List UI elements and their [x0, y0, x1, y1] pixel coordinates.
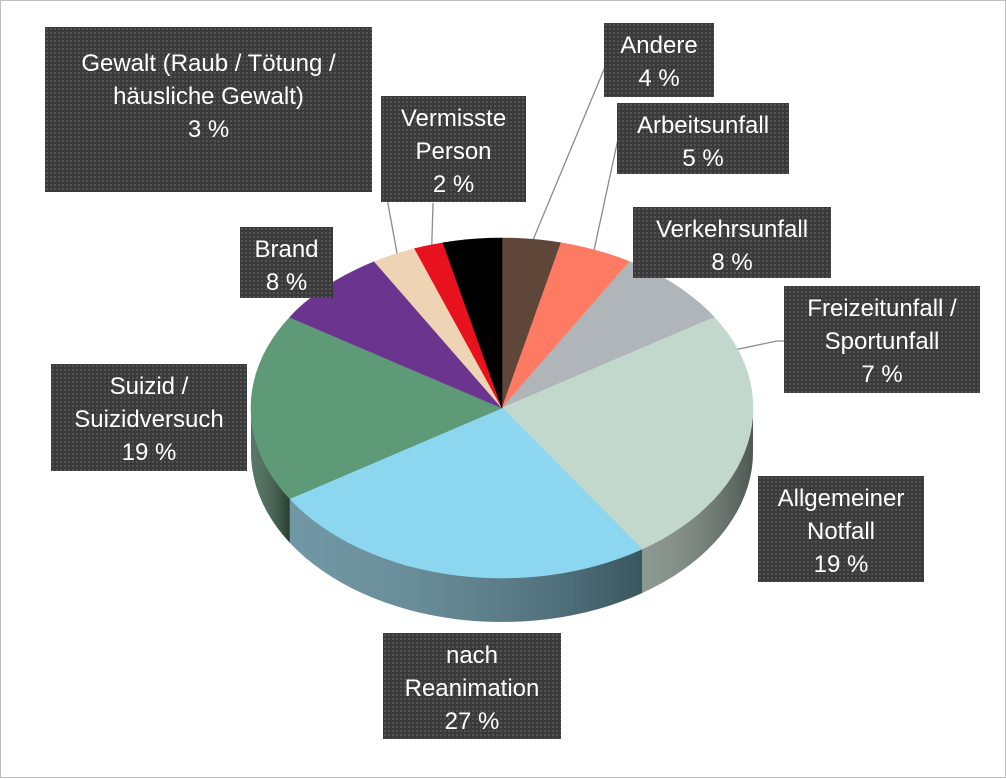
leader-line-gewalt	[385, 192, 400, 261]
pie-slice-suizid	[250, 316, 503, 500]
label-gewalt: Gewalt (Raub / Tötung / häusliche Gewalt…	[45, 27, 372, 192]
label-freizeitunfall-line1: Freizeitunfall /	[807, 295, 957, 322]
pie-slice-nach-reanimation	[289, 407, 643, 579]
label-nach-reanimation-line2: Reanimation	[404, 675, 540, 702]
leader-line-arbeitsunfall	[591, 138, 619, 257]
label-freizeitunfall: Freizeitunfall / Sportunfall 7 %	[784, 286, 980, 393]
label-gewalt-line2: häusliche Gewalt)	[113, 83, 304, 110]
pie-slice-andere-black	[442, 237, 503, 409]
pie-slice-andere	[501, 237, 562, 409]
label-allgemeiner-notfall-line2: Notfall	[806, 518, 876, 545]
label-freizeitunfall-line2: Sportunfall	[824, 328, 940, 355]
label-suizid-value: 19 %	[121, 439, 177, 466]
label-suizid-line2: Suizidversuch	[74, 406, 224, 433]
label-gewalt-value: 3 %	[187, 116, 230, 143]
label-nach-reanimation: nach Reanimation 27 %	[383, 633, 561, 739]
label-vermisste-person-line2: Person	[415, 138, 492, 165]
label-gewalt-line1: Gewalt (Raub / Tötung /	[81, 50, 336, 77]
label-allgemeiner-notfall-line1: Allgemeiner	[777, 485, 905, 512]
leader-line-andere	[529, 61, 606, 247]
label-vermisste-person-value: 2 %	[432, 171, 475, 198]
label-brand-line1: Brand	[254, 236, 319, 263]
label-brand: Brand 8 %	[240, 227, 333, 298]
pie-slice-allgemeiner-notfall	[501, 382, 754, 550]
label-andere: Andere 4 %	[604, 23, 714, 97]
leader-line-freizeitunfall	[727, 340, 785, 352]
label-arbeitsunfall: Arbeitsunfall 5 %	[617, 103, 789, 174]
pie-side-shading-suizid	[251, 408, 290, 543]
label-allgemeiner-notfall: Allgemeiner Notfall 19 %	[758, 476, 924, 582]
label-allgemeiner-notfall-value: 19 %	[813, 551, 869, 578]
pie-slice-arbeitsunfall	[501, 242, 631, 409]
label-suizid-line1: Suizid /	[109, 373, 189, 400]
pie-side-shading-allgemeiner-notfall	[642, 408, 753, 593]
label-andere-line1: Andere	[620, 32, 698, 59]
label-arbeitsunfall-value: 5 %	[682, 145, 724, 172]
label-brand-value: 8 %	[265, 269, 308, 296]
label-vermisste-person-line1: Vermisste	[400, 105, 507, 132]
pie-slice-freizeitunfall	[501, 316, 751, 409]
label-freizeitunfall-value: 7 %	[861, 361, 903, 388]
pie-side-shading-nach-reanimation	[289, 498, 643, 622]
label-verkehrsunfall: Verkehrsunfall 8 %	[633, 207, 831, 278]
label-verkehrsunfall-line1: Verkehrsunfall	[655, 216, 809, 243]
label-nach-reanimation-value: 27 %	[444, 708, 500, 735]
label-nach-reanimation-line1: nach	[445, 642, 499, 669]
label-suizid: Suizid / Suizidversuch 19 %	[51, 364, 247, 471]
label-vermisste-person: Vermisste Person 2 %	[381, 96, 526, 202]
label-arbeitsunfall-line1: Arbeitsunfall	[636, 112, 770, 139]
label-verkehrsunfall-value: 8 %	[711, 249, 753, 276]
leader-line-vermisste-person	[430, 202, 434, 252]
label-andere-value: 4 %	[638, 65, 680, 92]
